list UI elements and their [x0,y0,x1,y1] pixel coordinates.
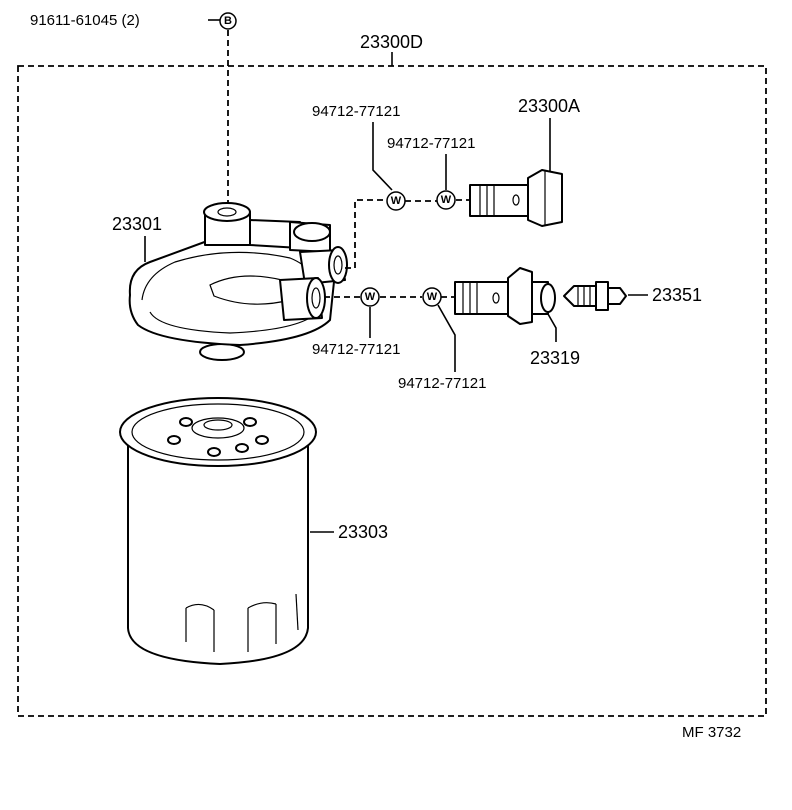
gasket-upper-1-marker: W [391,195,402,207]
bolt-marker-letter: B [224,15,232,27]
figure-code: MF 3732 [682,724,741,741]
union-bolt-label: 23300A [518,96,580,116]
assembly-boundary [17,52,767,717]
sensor [454,267,556,325]
gasket-upper-2-marker: W [441,194,452,206]
gasket-lower-1-label: 94712-77121 [312,341,400,358]
gasket-lower-2-marker: W [427,291,438,303]
filter-element [119,397,317,665]
gasket-lower-2: W [422,287,442,307]
gasket-upper-2: W [436,190,456,210]
filter-element-label: 23303 [338,522,388,542]
gasket-lower-2-label: 94712-77121 [398,375,486,392]
gasket-lower-1: W [360,287,380,307]
sensor-label: 23319 [530,348,580,368]
gasket-upper-2-label: 94712-77121 [387,135,475,152]
bolt-part-number: 91611-61045 (2) [30,12,140,29]
gasket-lower-1-marker: W [365,291,376,303]
bracket-label: 23301 [112,214,162,234]
kit-label: 23300D [360,32,423,52]
gasket-upper-1: W [386,191,406,211]
gasket-upper-1-label: 94712-77121 [312,103,400,120]
bolt-marker-icon [219,12,237,30]
bracket-head [128,202,348,361]
union-bolt [469,169,563,227]
bolt-callout: 91611-61045 (2) B [30,12,237,210]
bleeder-plug-label: 23351 [652,285,702,305]
bleeder-plug [563,281,627,311]
